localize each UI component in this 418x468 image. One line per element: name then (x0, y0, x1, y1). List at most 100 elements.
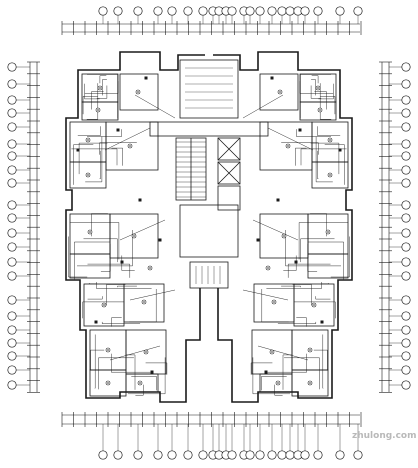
wire-run (117, 285, 137, 288)
switch-box (144, 76, 148, 80)
axis-bubble-right (401, 351, 411, 361)
axis-bubble-left (7, 228, 17, 238)
wire-run (292, 284, 312, 306)
axis-bubble-right (401, 311, 411, 321)
axis-bubble-circle (401, 95, 411, 105)
room-partition (259, 73, 299, 111)
wire-run (274, 384, 283, 396)
axis-bubble-right (401, 122, 411, 132)
wire-run (310, 142, 340, 175)
axis-bubble-circle (7, 178, 17, 188)
axis-bubble-circle (133, 6, 143, 16)
axis-bubble-circle (98, 6, 108, 16)
axis-bubble-left (7, 338, 17, 348)
axis-bubble-circle (7, 338, 17, 348)
axis-bubble-circle (198, 450, 208, 460)
axis-bubble-circle (113, 6, 123, 16)
axis-bubble-circle (401, 151, 411, 161)
axis-bubble-right (401, 338, 411, 348)
wire-run (126, 354, 136, 390)
axis-bubble-circle (98, 450, 108, 460)
fixture-cross (270, 350, 274, 354)
wire-run (295, 147, 307, 166)
axis-bubble-circle (7, 139, 17, 149)
axis-bubble-bottom (277, 450, 287, 460)
axis-bubble-top (255, 6, 265, 16)
axis-bubble-top (183, 6, 193, 16)
wire-run (282, 354, 292, 390)
fixture-cross (98, 86, 102, 90)
axis-bubble-circle (401, 257, 411, 267)
axis-bubble-bottom (227, 450, 237, 460)
axis-bubble-bottom (98, 450, 108, 460)
wire-run (77, 126, 101, 136)
axis-bubble-circle (401, 213, 411, 223)
wire-run (320, 96, 336, 115)
wire-run (314, 91, 327, 110)
switch-box (338, 148, 342, 152)
wire-run (250, 362, 273, 375)
axis-bubble-circle (113, 450, 123, 460)
axis-bubble-circle (7, 295, 17, 305)
axis-bubble-circle (255, 6, 265, 16)
interior-partitions (69, 73, 349, 397)
axis-bubble-circle (198, 6, 208, 16)
wire-run (285, 230, 341, 267)
wire-run (300, 148, 347, 166)
fixture-cross (272, 300, 276, 304)
wire-diagonal (134, 94, 176, 119)
axis-bubble-circle (353, 450, 363, 460)
wire-run (307, 243, 318, 272)
axis-bubble-left (7, 122, 17, 132)
axis-bubble-top (353, 6, 363, 16)
wire-run (135, 384, 144, 396)
axis-bubble-right (401, 95, 411, 105)
fixture-cross (106, 348, 110, 352)
fixture-cross (138, 381, 142, 385)
wire-run (86, 83, 99, 120)
wire-run (77, 230, 133, 267)
wire-run (106, 284, 126, 306)
wire-run (102, 79, 107, 96)
axis-bubble-top (277, 6, 287, 16)
wire-run (90, 349, 105, 370)
axis-bubble-top (313, 6, 323, 16)
axis-bubble-circle (300, 450, 310, 460)
switch-box (264, 370, 268, 374)
wire-run (300, 238, 335, 263)
axis-bubble-right (401, 178, 411, 188)
axis-bubble-right (401, 200, 411, 210)
wire-run (68, 236, 88, 278)
switch-box (76, 148, 80, 152)
axis-bubble-top (335, 6, 345, 16)
service-shaft (217, 185, 241, 211)
fixture-cross (316, 86, 320, 90)
wire-run (299, 81, 334, 94)
wire-diagonal (242, 289, 289, 301)
elevator-shaft (217, 161, 241, 185)
wire-run (317, 126, 341, 136)
axis-bubble-top (300, 6, 310, 16)
wire-run (277, 321, 317, 324)
room-partition (259, 213, 309, 259)
wire-run (98, 357, 134, 390)
axis-bubble-right (401, 62, 411, 72)
axis-bubble-circle (277, 450, 287, 460)
fixture-cross (136, 90, 140, 94)
axis-bubble-circle (227, 6, 237, 16)
axis-bubble-circle (401, 242, 411, 252)
wire-run (111, 353, 151, 373)
axis-bubble-circle (401, 122, 411, 132)
axis-bubble-circle (277, 6, 287, 16)
wire-run (300, 74, 331, 119)
axis-bubble-circle (183, 6, 193, 16)
axis-bubble-circle (401, 380, 411, 390)
wire-run (261, 376, 287, 391)
axis-bubble-left (7, 165, 17, 175)
axis-bubble-bottom (167, 450, 177, 460)
upper-lobby (179, 59, 239, 119)
fixture-cross (312, 303, 316, 307)
wire-run (145, 362, 168, 375)
axis-bubble-left (7, 365, 17, 375)
axis-bubble-left (7, 311, 17, 321)
